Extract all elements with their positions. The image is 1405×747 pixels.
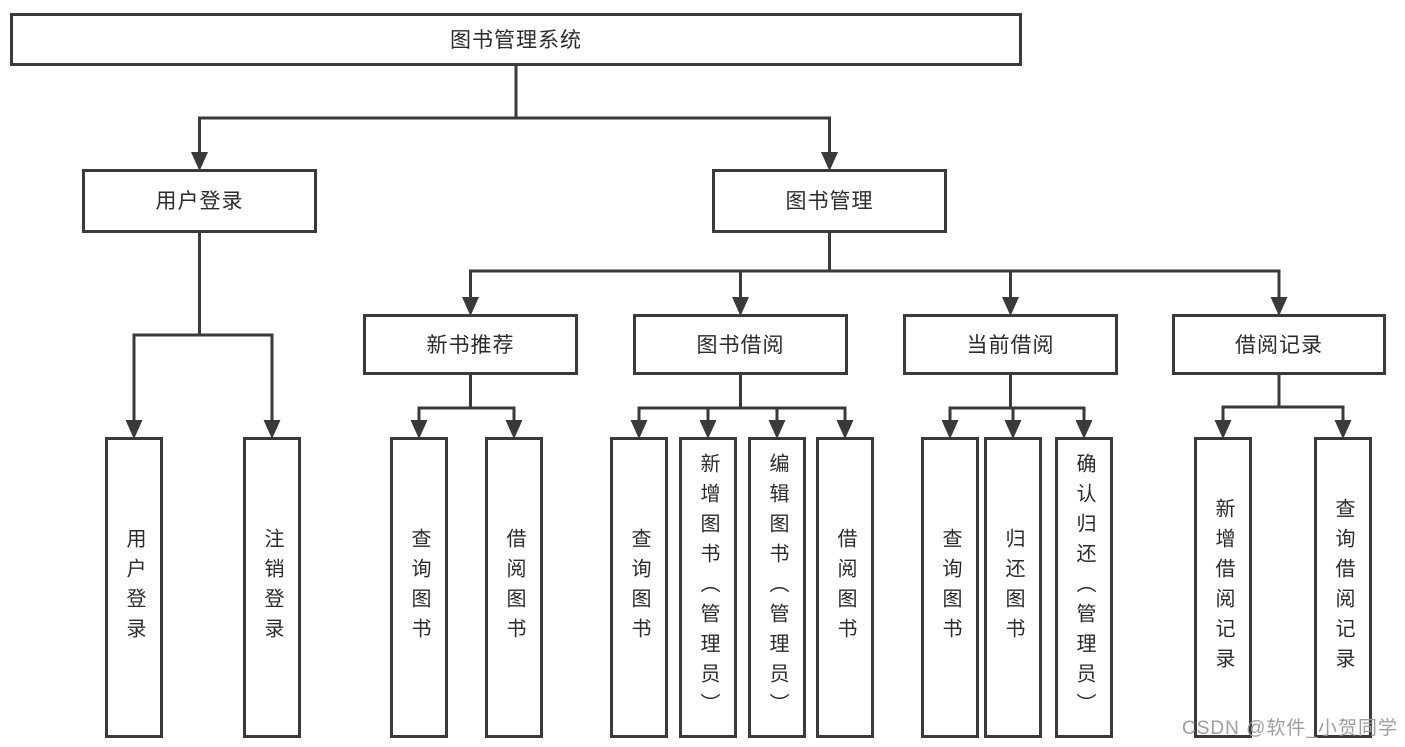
node-label: 新增图书（管理员） — [697, 452, 719, 723]
arrowhead-icon — [630, 420, 648, 439]
node-leaf-user-login: 用户登录 — [105, 437, 163, 738]
node-label: 归还图书 — [1002, 527, 1024, 648]
node-label: 图书借阅 — [696, 333, 785, 357]
arrowhead-icon — [941, 420, 959, 439]
node-br-add: 新增借阅记录 — [1194, 437, 1252, 738]
node-bb-borrow: 借阅图书 — [816, 437, 874, 738]
node-leaf-logout: 注销登录 — [243, 437, 301, 738]
node-cb-confirm: 确认归还（管理员） — [1055, 437, 1113, 738]
node-label: 编辑图书（管理员） — [766, 452, 788, 723]
node-nb-query: 查询图书 — [390, 437, 448, 738]
node-label: 注销登录 — [261, 527, 283, 648]
node-label: 新书推荐 — [426, 333, 515, 357]
arrowhead-icon — [1002, 297, 1019, 316]
node-label: 新增借阅记录 — [1212, 497, 1234, 678]
node-nb-borrow: 借阅图书 — [485, 437, 543, 738]
node-current-borrow: 当前借阅 — [903, 314, 1118, 375]
node-label: 当前借阅 — [966, 333, 1055, 357]
arrowhead-icon — [410, 420, 428, 439]
node-cb-return: 归还图书 — [984, 437, 1042, 738]
node-label: 查询图书 — [408, 527, 430, 648]
arrowhead-icon — [1334, 420, 1352, 439]
node-bb-edit: 编辑图书（管理员） — [748, 437, 806, 738]
arrowhead-icon — [263, 420, 281, 439]
node-label: 查询借阅记录 — [1332, 497, 1354, 678]
node-bb-query: 查询图书 — [610, 437, 668, 738]
node-label: 用户登录 — [155, 190, 244, 213]
node-label: 图书管理 — [785, 190, 874, 213]
arrowhead-icon — [191, 152, 208, 171]
watermark: CSDN @软件_小贺同学 — [1182, 718, 1398, 739]
arrowhead-icon — [1270, 297, 1288, 316]
node-borrow-records: 借阅记录 — [1172, 314, 1386, 375]
arrowhead-icon — [505, 420, 523, 439]
arrowhead-icon — [699, 420, 717, 439]
node-new-book-rec: 新书推荐 — [363, 314, 578, 375]
node-label: 查询图书 — [939, 527, 961, 648]
node-label: 借阅图书 — [834, 527, 856, 648]
node-root: 图书管理系统 — [10, 13, 1022, 66]
node-user-login: 用户登录 — [82, 169, 317, 233]
node-label: 查询图书 — [628, 527, 650, 648]
arrowhead-icon — [1075, 420, 1093, 439]
node-label: 确认归还（管理员） — [1073, 452, 1095, 723]
node-book-borrow: 图书借阅 — [633, 314, 848, 375]
arrowhead-icon — [768, 420, 786, 439]
arrowhead-icon — [462, 297, 479, 316]
arrowhead-icon — [821, 152, 838, 171]
arrowhead-icon — [836, 420, 854, 439]
arrowhead-icon — [732, 297, 749, 316]
node-label: 图书管理系统 — [450, 28, 582, 52]
arrowhead-icon — [125, 420, 143, 439]
node-book-mgmt: 图书管理 — [712, 169, 947, 233]
node-label: 借阅图书 — [503, 527, 525, 648]
arrowhead-icon — [1004, 420, 1022, 439]
node-bb-add: 新增图书（管理员） — [679, 437, 737, 738]
node-br-query: 查询借阅记录 — [1314, 437, 1372, 738]
node-label: 用户登录 — [123, 527, 145, 648]
node-cb-query: 查询图书 — [921, 437, 979, 738]
node-label: 借阅记录 — [1235, 333, 1323, 357]
arrowhead-icon — [1214, 420, 1232, 439]
